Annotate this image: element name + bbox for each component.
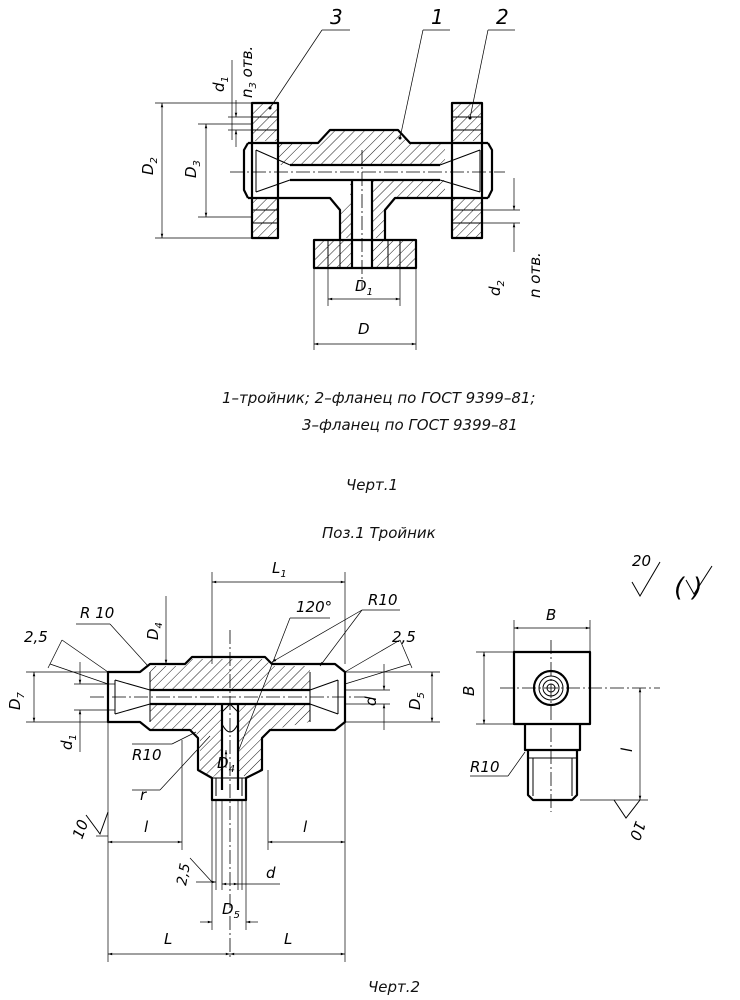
dim-L-right-label: L <box>284 930 292 948</box>
dim-d2-label: D2 <box>139 157 160 175</box>
dim-d5-bottom-label: D5 <box>222 900 240 921</box>
dim-d4-bottom-label: D4 <box>217 754 235 775</box>
dim-l1-label: L1 <box>272 559 287 580</box>
dim-chamfer-left-label: 2,5 <box>24 628 48 646</box>
dim-r10-left-label: R 10 <box>80 604 114 622</box>
dim-d-bottom-label: d <box>266 864 276 882</box>
dim-l-left-label: l <box>144 818 149 836</box>
dim-d5-right-label: D5 <box>406 692 427 710</box>
dim-L-left-label: L <box>164 930 172 948</box>
dim-d1-label-2: d1 <box>58 734 79 750</box>
drawing1-caption: Черт.1 <box>346 476 398 494</box>
roughness-value: 20 <box>632 552 651 570</box>
dim-d7-label: D7 <box>6 691 27 710</box>
dim-r10-bottom-label: R10 <box>132 746 162 764</box>
flange-right <box>450 101 484 240</box>
side-dim-b-left-label: B <box>460 686 478 696</box>
roughness-symbol: 20 ( ) <box>631 552 713 603</box>
dim-r10-right-label: R10 <box>368 591 398 609</box>
callout-1: 1 <box>431 5 444 29</box>
dim-chamfer-bottom-label: 2,5 <box>174 862 194 887</box>
flange-left <box>250 101 280 240</box>
tee-side-view: B B l R10 10 <box>460 606 660 843</box>
dim-angle-label: 120° <box>296 598 332 616</box>
dim-d-right-label: d <box>362 696 380 706</box>
dim-chamfer-right-label: 2,5 <box>392 628 416 646</box>
callout-3: 3 <box>330 5 343 29</box>
dim-n-otv-label: n отв. <box>526 252 544 298</box>
dim-d3-label: D3 <box>182 160 203 178</box>
side-rough-10-label: 10 <box>626 819 649 843</box>
dim-l-right-label: l <box>303 818 308 836</box>
flange-bottom <box>312 238 418 270</box>
legend-line-1: 1–тройник; 2–фланец по ГОСТ 9399–81; <box>222 389 535 407</box>
side-dim-b-top-label: B <box>546 606 556 624</box>
side-dim-r10-label: R10 <box>470 758 500 776</box>
dim-d4-top-label: D4 <box>144 622 165 640</box>
tee-detail-drawing: L1 R 10 D4 120° R10 2,5 2,5 D7 <box>6 559 440 962</box>
drawing2-caption: Черт.2 <box>368 978 420 996</box>
section-title: Поз.1 Тройник <box>322 524 436 542</box>
dim-d-label: D <box>358 320 370 338</box>
assembly-drawing: 3 1 2 D2 D3 d1 n3 отв. d2 n отв. D1 <box>139 5 544 494</box>
dim-r-label: r <box>140 786 147 804</box>
dim-d2-small-label: d2 <box>486 280 507 296</box>
legend-line-2: 3–фланец по ГОСТ 9399–81 <box>302 416 518 434</box>
dim-d1-bottom-label: D1 <box>355 277 373 298</box>
rough-10-left-label: 10 <box>69 817 92 841</box>
dim-n3-label: n3 отв. <box>238 46 259 98</box>
side-dim-l-label: l <box>618 747 636 752</box>
dim-d1-label: d1 <box>210 76 231 92</box>
callout-2: 2 <box>496 5 509 29</box>
